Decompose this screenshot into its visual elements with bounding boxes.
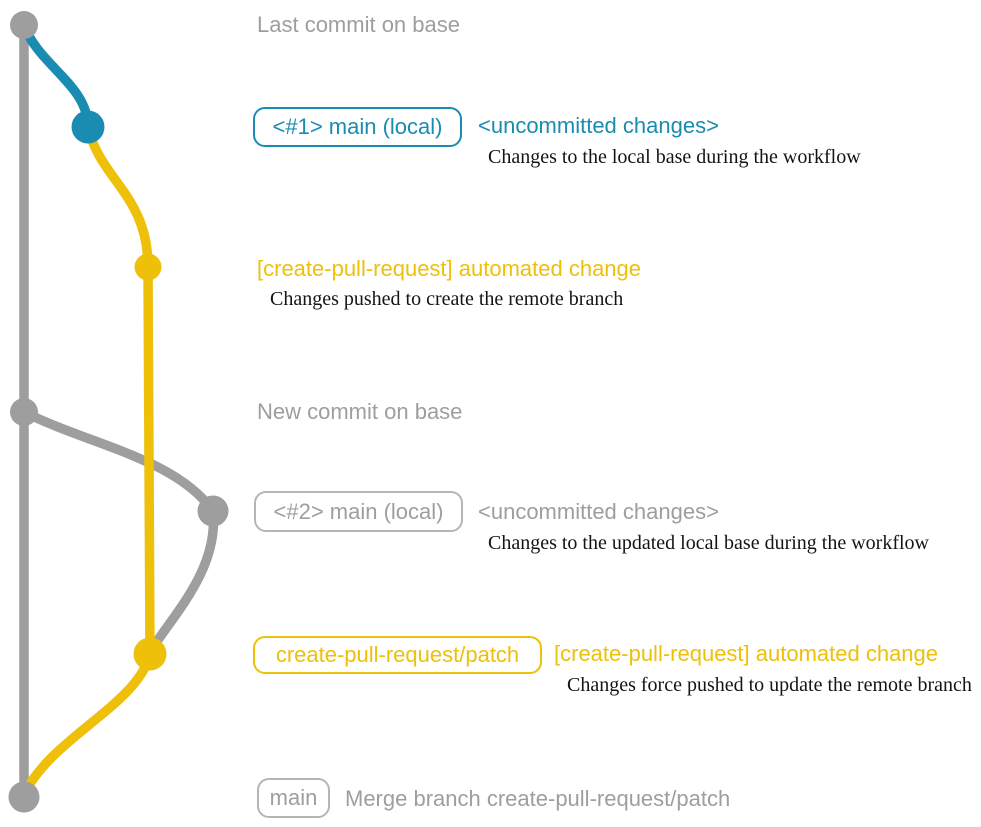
branch-label-create-pull-request-patch: create-pull-request/patch — [253, 636, 542, 674]
commit-dot-local-main-2 — [197, 495, 229, 527]
patch-branch-line — [143, 262, 155, 659]
description-automated-2: Changes force pushed to update the remot… — [567, 674, 972, 696]
local-main-2-to-patch-curve — [145, 506, 219, 657]
commit-message-automated-1: [create-pull-request] automated change — [257, 256, 642, 281]
local-main-branch-curve — [19, 20, 93, 132]
branch-label-main-local-1: <#1> main (local) — [253, 107, 462, 147]
commit-dot-automated-1 — [134, 253, 162, 281]
commit-message-merge: Merge branch create-pull-request/patch — [345, 786, 731, 811]
commit-dot-new-base — [10, 398, 38, 426]
description-uncommitted-1: Changes to the local base during the wor… — [488, 146, 861, 168]
base-to-local-main-2-curve — [19, 407, 218, 516]
commit-message-automated-2: [create-pull-request] automated change — [554, 641, 939, 666]
commit-dot-merge — [8, 781, 40, 813]
commit-message-uncommitted-1: <uncommitted changes> — [478, 113, 719, 138]
patch-merge-curve — [19, 649, 155, 800]
branch-label-main-local-2: <#2> main (local) — [254, 491, 463, 532]
description-uncommitted-2: Changes to the updated local base during… — [488, 532, 929, 554]
commit-dot-automated-2 — [133, 637, 167, 671]
commit-message-uncommitted-2: <uncommitted changes> — [478, 499, 719, 524]
description-automated-1: Changes pushed to create the remote bran… — [270, 288, 624, 310]
commit-dot-local-main-1 — [71, 110, 105, 144]
commit-dot-last-base — [10, 11, 38, 39]
commit-message-last-base: Last commit on base — [257, 12, 460, 37]
commit-message-new-base: New commit on base — [257, 399, 463, 424]
branch-label-main: main — [257, 778, 330, 818]
patch-branch-top-curve — [83, 122, 153, 272]
